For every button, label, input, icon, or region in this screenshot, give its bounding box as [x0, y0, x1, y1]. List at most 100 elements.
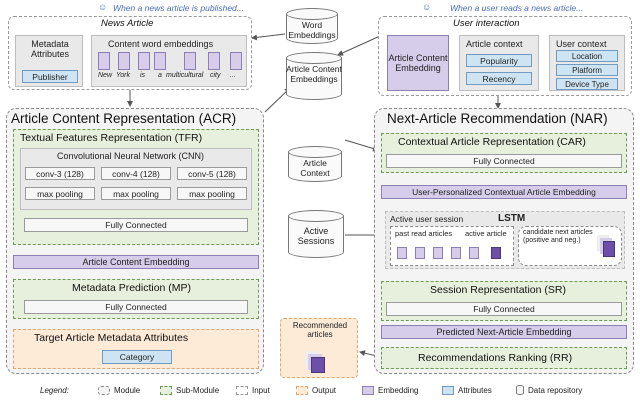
active-session-title: Active user session [390, 214, 464, 224]
publisher-attribute: Publisher [22, 70, 78, 83]
user-interaction-panel: User interaction Article Content Embeddi… [378, 16, 632, 96]
active-item [491, 247, 501, 259]
cylinder-body [288, 216, 344, 258]
acr-title: Article Content Representation (ACR) [11, 111, 237, 126]
session-item [469, 247, 479, 259]
word-embeddings-label: Word Embeddings [288, 20, 336, 40]
predicted-next-article-embedding: Predicted Next-Article Embedding [381, 325, 627, 339]
user-interaction-title: User interaction [453, 18, 520, 29]
session-sequence: past read articles active article [390, 226, 514, 266]
user-personalized-embedding: User-Personalized Contextual Article Emb… [381, 185, 627, 199]
word-bar [208, 52, 220, 70]
session-item [433, 247, 443, 259]
mp-title: Metadata Prediction (MP) [72, 282, 192, 294]
word-embedding-row: New York is a multicultural city ... [96, 52, 246, 84]
legend-submodule-swatch [160, 386, 172, 395]
sr-fully-connected: Fully Connected [386, 302, 622, 316]
legend-module-label: Module [114, 386, 141, 395]
banner-left-icon: ☺ [98, 2, 108, 12]
mp-fully-connected: Fully Connected [24, 300, 248, 314]
recommended-articles-output: Recommended articles [280, 318, 358, 378]
nar-title: Next-Article Recommendation (NAR) [387, 111, 608, 126]
session-item [397, 247, 407, 259]
article-context-repository: Article Context [288, 146, 342, 186]
acr-module: Article Content Representation (ACR) Tex… [6, 108, 264, 374]
banner-left: When a news article is published... [113, 3, 244, 13]
cylinder-top [288, 146, 342, 158]
target-metadata-title: Target Article Metadata Attributes [34, 332, 189, 344]
word-label: York [116, 72, 131, 79]
tfr-submodule: Textual Features Representation (TFR) Co… [13, 129, 259, 245]
popularity-attribute: Popularity [466, 54, 532, 67]
legend-repository-icon [516, 385, 524, 395]
news-article-panel: News Article Metadata Attributes Publish… [8, 16, 252, 90]
metadata-attributes-title: Metadata Attributes [30, 39, 70, 59]
sr-submodule: Session Representation (SR) Fully Connec… [381, 281, 627, 321]
active-article-label: active article [465, 229, 507, 238]
car-submodule: Contextual Article Representation (CAR) … [381, 133, 627, 173]
legend-title: Legend: [40, 386, 69, 395]
cylinder-body [286, 58, 342, 100]
session-item [451, 247, 461, 259]
legend-input-label: Input [252, 386, 270, 395]
pool5-layer: max pooling [177, 187, 247, 200]
word-label: New [98, 72, 113, 79]
legend-attributes-label: Attributes [458, 386, 492, 395]
pool4-layer: max pooling [101, 187, 171, 200]
platform-attribute: Platform [556, 64, 618, 76]
tfr-title: Textual Features Representation (TFR) [20, 132, 203, 144]
cnn-title: Convolutional Neural Network (CNN) [57, 151, 205, 161]
legend-repository-label: Data repository [528, 386, 583, 395]
article-context-title: Article context [466, 39, 523, 49]
legend-input-swatch [236, 386, 248, 395]
conv4-layer: conv-4 (128) [101, 167, 171, 180]
news-article-title: News Article [101, 18, 154, 29]
car-title: Contextual Article Representation (CAR) [398, 136, 586, 148]
banner-right: When a user reads a news article... [450, 3, 584, 13]
word-label: multicultural [166, 72, 204, 79]
word-bar [138, 52, 150, 70]
recommended-articles-label: Recommended articles [292, 321, 348, 339]
session-item [415, 247, 425, 259]
car-fully-connected: Fully Connected [386, 154, 622, 168]
word-bar [154, 52, 166, 70]
legend-output-swatch [296, 386, 308, 395]
user-context-title: User context [556, 39, 607, 49]
metadata-attributes-box: Metadata Attributes Publisher [15, 35, 83, 87]
pool3-layer: max pooling [25, 187, 95, 200]
legend-output-label: Output [312, 386, 337, 395]
recommended-stack [311, 357, 325, 373]
cnn-box: Convolutional Neural Network (CNN) conv-… [20, 148, 252, 210]
rr-title: Recommendations Ranking (RR) [418, 352, 573, 364]
tfr-fully-connected: Fully Connected [24, 218, 248, 232]
legend-embedding-label: Embedding [378, 386, 419, 395]
active-session-box: Active user session LSTM past read artic… [385, 211, 625, 269]
recency-attribute: Recency [466, 72, 532, 85]
word-bar [118, 52, 130, 70]
lstm-label: LSTM [498, 213, 526, 224]
conv5-layer: conv-5 (128) [177, 167, 247, 180]
legend-embedding-swatch [362, 386, 374, 395]
mp-submodule: Metadata Prediction (MP) Fully Connected [13, 279, 259, 319]
article-context-label: Article Context [300, 158, 330, 178]
legend-module-swatch [98, 386, 110, 395]
word-label: is [140, 72, 146, 79]
word-embeddings-repository: Word Embeddings [286, 8, 338, 48]
target-metadata-output: Target Article Metadata Attributes Categ… [13, 329, 259, 369]
cylinder-top [288, 210, 344, 222]
word-bar [230, 52, 242, 70]
conv3-layer: conv-3 (128) [25, 167, 95, 180]
past-read-label: past read articles [395, 229, 453, 238]
article-content-embeddings-repository: Article Content Embeddings [286, 52, 342, 104]
location-attribute: Location [556, 50, 618, 62]
active-sessions-label: Active Sessions [297, 226, 335, 246]
banner-right-icon: ☺ [422, 2, 432, 12]
word-label: ... [230, 72, 236, 79]
category-attribute: Category [102, 350, 172, 364]
article-content-embeddings-label: Article Content Embeddings [286, 64, 342, 84]
legend-attributes-swatch [442, 386, 454, 395]
word-bar [184, 52, 196, 70]
candidate-articles-box: candidate next articles (positive and ne… [518, 226, 622, 266]
sr-title: Session Representation (SR) [430, 284, 566, 296]
nar-module: Next-Article Recommendation (NAR) Contex… [374, 108, 634, 374]
